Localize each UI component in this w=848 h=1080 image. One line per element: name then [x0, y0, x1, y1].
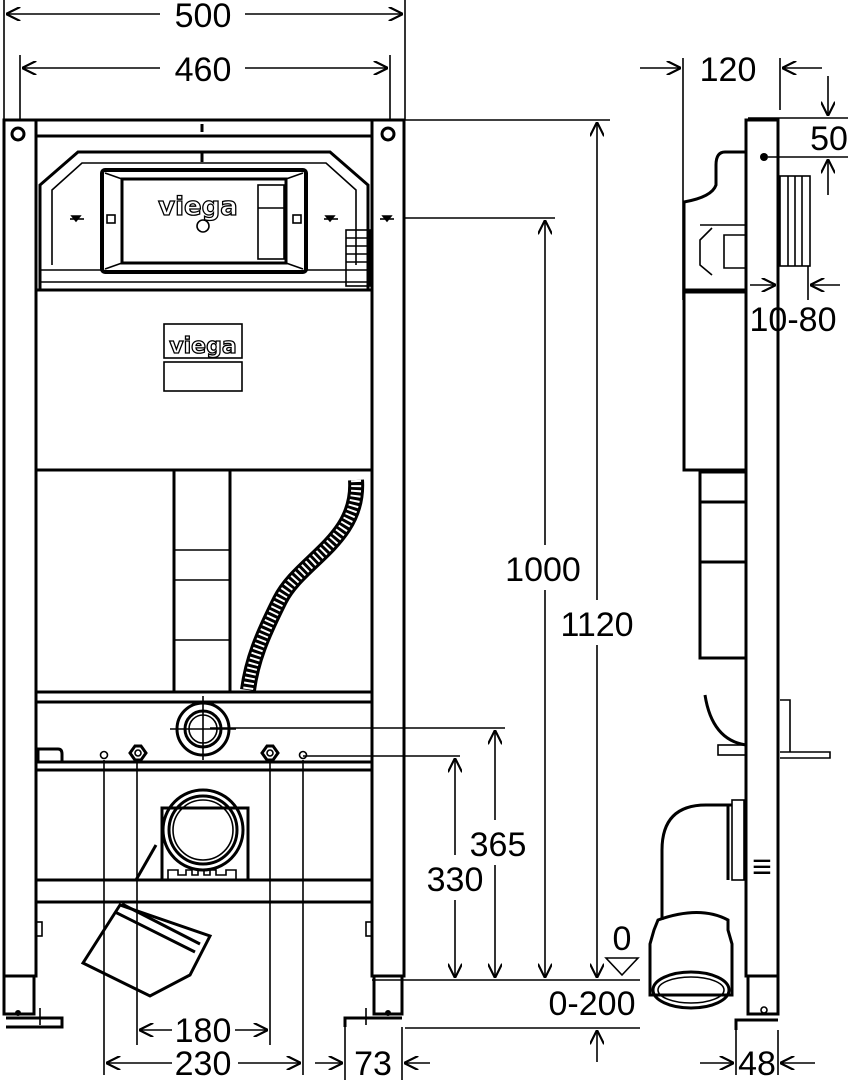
- flush-pipe-connection-icon: [170, 696, 236, 760]
- dim-10-80: 10-80: [750, 301, 837, 339]
- dim-500: 500: [175, 0, 232, 35]
- dim-460: 460: [175, 51, 232, 89]
- dim-0-200: 0-200: [549, 985, 636, 1023]
- dim-73: 73: [354, 1045, 392, 1080]
- dim-230: 230: [175, 1045, 232, 1080]
- mounting-hole-icon: [10, 126, 26, 142]
- top-rail: [34, 118, 374, 138]
- front-dimension-lines: [3, 0, 640, 1080]
- right-post: [370, 118, 406, 978]
- mounting-hole-icon: [380, 126, 396, 142]
- fixing-hole-icon: [298, 750, 308, 760]
- hex-nut-icon: [128, 744, 148, 762]
- dim-180: 180: [175, 1012, 232, 1050]
- dim-330: 330: [427, 861, 484, 899]
- side-cistern: [682, 290, 748, 472]
- viega-logo-plate: viega: [169, 334, 236, 359]
- flexible-hose: [240, 479, 365, 692]
- label-plate: [163, 323, 243, 359]
- flush-plate-opening: [100, 168, 308, 274]
- side-view: ≡: [648, 118, 831, 1030]
- dimension-labels: 500 460 1000 1120 365 330 0 0-200 180 23…: [175, 0, 848, 1080]
- dim-1120: 1120: [560, 606, 633, 644]
- side-dimension-lines: [640, 58, 848, 1075]
- floor-level-icon: [604, 957, 640, 977]
- dim-365: 365: [470, 826, 527, 864]
- svg-text:≡: ≡: [752, 848, 772, 886]
- left-post: [2, 118, 38, 978]
- cistern-body: [34, 288, 374, 472]
- front-view-frame: viega viega: [2, 118, 406, 1029]
- dim-50: 50: [810, 120, 848, 158]
- dim-120: 120: [700, 51, 757, 89]
- fixing-hole-icon: [99, 750, 109, 760]
- water-level-icon: [70, 215, 394, 223]
- viega-logo: viega: [158, 192, 238, 222]
- dim-0: 0: [613, 920, 632, 958]
- dim-48: 48: [738, 1045, 776, 1080]
- waste-pipe-bend: [80, 788, 250, 998]
- center-column: [172, 468, 232, 694]
- hex-nut-icon: [260, 744, 280, 762]
- dim-1000: 1000: [505, 551, 581, 589]
